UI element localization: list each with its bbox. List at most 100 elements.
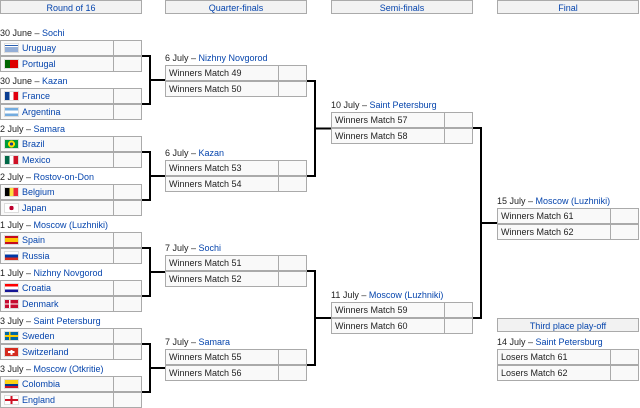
team-link[interactable]: Russia [22, 251, 50, 261]
match-date-venue: 7 July – Samara [165, 337, 231, 347]
team-cell: Spain [1, 233, 113, 247]
team-cell: Winners Match 52 [166, 272, 278, 286]
team-cell: Winners Match 55 [166, 350, 278, 364]
venue-link[interactable]: Samara [198, 337, 231, 347]
team-placeholder: Winners Match 51 [169, 258, 242, 268]
score-cell [113, 377, 141, 391]
team-link[interactable]: Spain [22, 235, 46, 245]
team-placeholder: Winners Match 58 [335, 131, 408, 141]
team-placeholder: Winners Match 50 [169, 84, 242, 94]
team-row: Losers Match 62 [497, 365, 639, 381]
score-cell [113, 233, 141, 247]
venue-link[interactable]: Rostov-on-Don [33, 172, 95, 182]
team-row: Winners Match 56 [165, 365, 307, 381]
venue-link[interactable]: Sochi [42, 28, 65, 38]
team-row: Winners Match 58 [331, 128, 473, 144]
team-cell: Winners Match 62 [498, 225, 610, 239]
team-cell: France [1, 89, 113, 103]
team-placeholder: Losers Match 62 [501, 368, 568, 378]
team-row: Denmark [0, 296, 142, 312]
match-date-venue: 14 July – Saint Petersburg [497, 337, 603, 347]
match-date-venue: 7 July – Sochi [165, 243, 222, 253]
match-date: 3 July [0, 364, 24, 374]
team-link[interactable]: Belgium [22, 187, 55, 197]
venue-link[interactable]: Sochi [198, 243, 222, 253]
team-link[interactable]: Sweden [22, 331, 55, 341]
venue-link[interactable]: Moscow (Luzhniki) [368, 290, 444, 300]
venue-link[interactable]: Kazan [42, 76, 68, 86]
match-date: 14 July [497, 337, 526, 347]
team-link[interactable]: Uruguay [22, 43, 57, 53]
team-cell: Winners Match 61 [498, 209, 610, 223]
team-cell: Winners Match 56 [166, 366, 278, 380]
team-link[interactable]: France [22, 91, 51, 101]
team-cell: Croatia [1, 281, 113, 295]
team-cell: Portugal [1, 57, 113, 71]
team-row: Losers Match 61 [497, 349, 639, 365]
match-date-venue: 30 June – Sochi [0, 28, 65, 38]
team-link[interactable]: Switzerland [22, 347, 69, 357]
match-date: 1 July [0, 268, 24, 278]
match-date-venue: 3 July – Moscow (Otkritie) [0, 364, 104, 374]
team-link[interactable]: Portugal [22, 59, 56, 69]
score-cell [278, 366, 306, 380]
match-date-venue: 6 July – Kazan [165, 148, 225, 158]
venue-link[interactable]: Kazan [198, 148, 225, 158]
score-cell [113, 281, 141, 295]
team-link[interactable]: England [22, 395, 56, 405]
team-link[interactable]: Croatia [22, 283, 52, 293]
venue-link[interactable]: Nizhny Novgorod [33, 268, 103, 278]
team-cell: Winners Match 60 [332, 319, 444, 333]
match-date: 11 July [331, 290, 359, 300]
team-link[interactable]: Brazil [22, 139, 45, 149]
venue-link[interactable]: Moscow (Luzhniki) [535, 196, 611, 206]
match-date-venue: 3 July – Saint Petersburg [0, 316, 101, 326]
venue-link[interactable]: Moscow (Otkritie) [33, 364, 104, 374]
venue-link[interactable]: Nizhny Novgorod [198, 53, 268, 63]
team-link[interactable]: Argentina [22, 107, 61, 117]
team-link[interactable]: Japan [22, 203, 47, 213]
team-cell: Brazil [1, 137, 113, 151]
team-placeholder: Winners Match 54 [169, 179, 242, 189]
team-link[interactable]: Denmark [22, 299, 59, 309]
team-row: Japan [0, 200, 142, 216]
score-cell [278, 161, 306, 175]
argentina-flag-icon [4, 107, 19, 117]
match-date: 6 July [165, 148, 189, 158]
team-cell: Winners Match 49 [166, 66, 278, 80]
team-cell: Colombia [1, 377, 113, 391]
match-date: 2 July [0, 172, 24, 182]
team-cell: Winners Match 57 [332, 113, 444, 127]
match-date: 3 July [0, 316, 24, 326]
japan-flag-icon [4, 203, 19, 213]
team-row: Switzerland [0, 344, 142, 360]
match-date-venue: 6 July – Nizhny Novgorod [165, 53, 268, 63]
match-date: 7 July [165, 337, 189, 347]
score-cell [278, 272, 306, 286]
venue-link[interactable]: Moscow (Luzhniki) [33, 220, 109, 230]
team-cell: Uruguay [1, 41, 113, 55]
score-cell [610, 350, 638, 364]
spain-flag-icon [4, 235, 19, 245]
score-cell [610, 209, 638, 223]
score-cell [278, 82, 306, 96]
team-row: Winners Match 59 [331, 302, 473, 318]
match-date-venue: 10 July – Saint Petersburg [331, 100, 437, 110]
venue-link[interactable]: Saint Petersburg [535, 337, 603, 347]
team-cell: Winners Match 58 [332, 129, 444, 143]
score-cell [113, 201, 141, 215]
score-cell [113, 137, 141, 151]
match-date-venue: 15 July – Moscow (Luzhniki) [497, 196, 611, 206]
team-cell: Argentina [1, 105, 113, 119]
venue-link[interactable]: Samara [33, 124, 66, 134]
team-link[interactable]: Mexico [22, 155, 51, 165]
team-row: Winners Match 52 [165, 271, 307, 287]
team-row: Russia [0, 248, 142, 264]
team-cell: Losers Match 62 [498, 366, 610, 380]
team-row: Belgium [0, 184, 142, 200]
team-cell: Mexico [1, 153, 113, 167]
venue-link[interactable]: Saint Petersburg [33, 316, 101, 326]
team-link[interactable]: Colombia [22, 379, 61, 389]
venue-link[interactable]: Saint Petersburg [369, 100, 437, 110]
team-row: Colombia [0, 376, 142, 392]
